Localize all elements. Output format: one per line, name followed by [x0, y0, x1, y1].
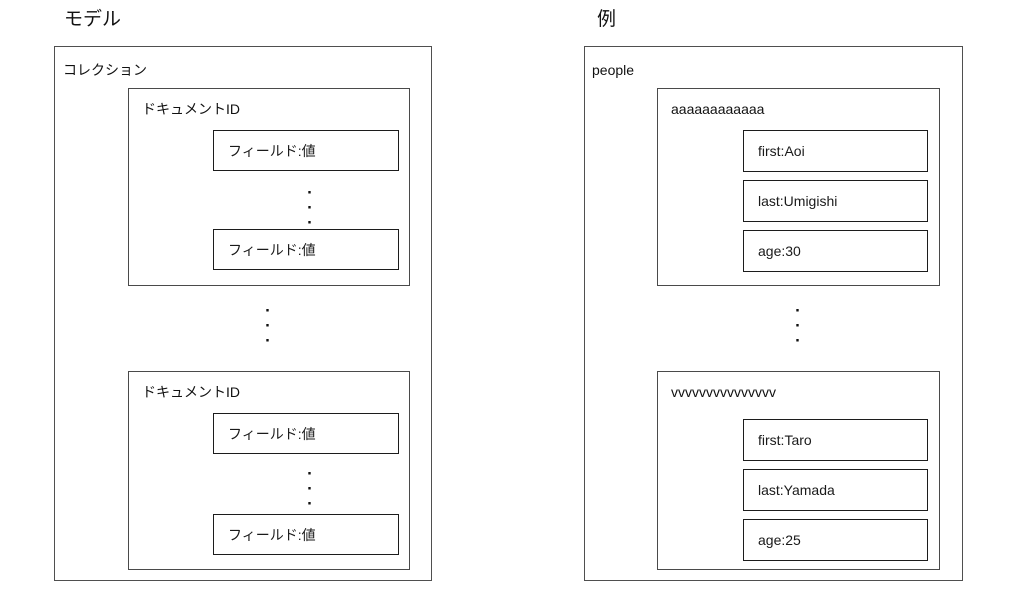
model-title: モデル [64, 9, 122, 30]
model-document-2-field-2: フィールド:値 [213, 514, 399, 555]
model-collection-box [54, 46, 432, 581]
vertical-ellipsis: · · · [792, 301, 804, 350]
dot: · [307, 464, 313, 483]
example-title: 例 [597, 9, 617, 30]
model-document-1-field-2: フィールド:値 [213, 229, 399, 270]
example-document-2-field-age: age:25 [743, 519, 928, 561]
vertical-ellipsis: · · · [304, 183, 316, 232]
model-document-2-field-1: フィールド:値 [213, 413, 399, 454]
vertical-ellipsis: · · · [304, 464, 316, 513]
dot: · [307, 479, 313, 498]
dot: · [265, 331, 271, 350]
example-document-1-field-first: first:Aoi [743, 130, 928, 172]
example-document-1-field-age: age:30 [743, 230, 928, 272]
example-document-2-id-label: vvvvvvvvvvvvvvv [671, 384, 776, 400]
dot: · [307, 183, 313, 202]
dot: · [265, 316, 271, 335]
dot: · [307, 494, 313, 513]
example-document-1-box [657, 88, 940, 286]
model-collection-label: コレクション [63, 62, 147, 78]
example-collection-label: people [592, 62, 635, 78]
model-document-2-box [128, 371, 410, 570]
model-document-1-box [128, 88, 410, 286]
dot: · [795, 316, 801, 335]
example-document-2-box [657, 371, 940, 570]
model-document-1-field-1: フィールド:値 [213, 130, 399, 171]
dot: · [795, 301, 801, 320]
example-document-1-id-label: aaaaaaaaaaaa [671, 101, 765, 117]
vertical-ellipsis: · · · [262, 301, 274, 350]
dot: · [265, 301, 271, 320]
example-document-2-field-last: last:Yamada [743, 469, 928, 511]
example-document-2-field-first: first:Taro [743, 419, 928, 461]
dot: · [307, 198, 313, 217]
dot: · [795, 331, 801, 350]
model-document-2-id-label: ドキュメントID [142, 384, 240, 400]
example-document-1-field-last: last:Umigishi [743, 180, 928, 222]
dot: · [307, 213, 313, 232]
model-document-1-id-label: ドキュメントID [142, 101, 240, 117]
example-collection-box [584, 46, 963, 581]
